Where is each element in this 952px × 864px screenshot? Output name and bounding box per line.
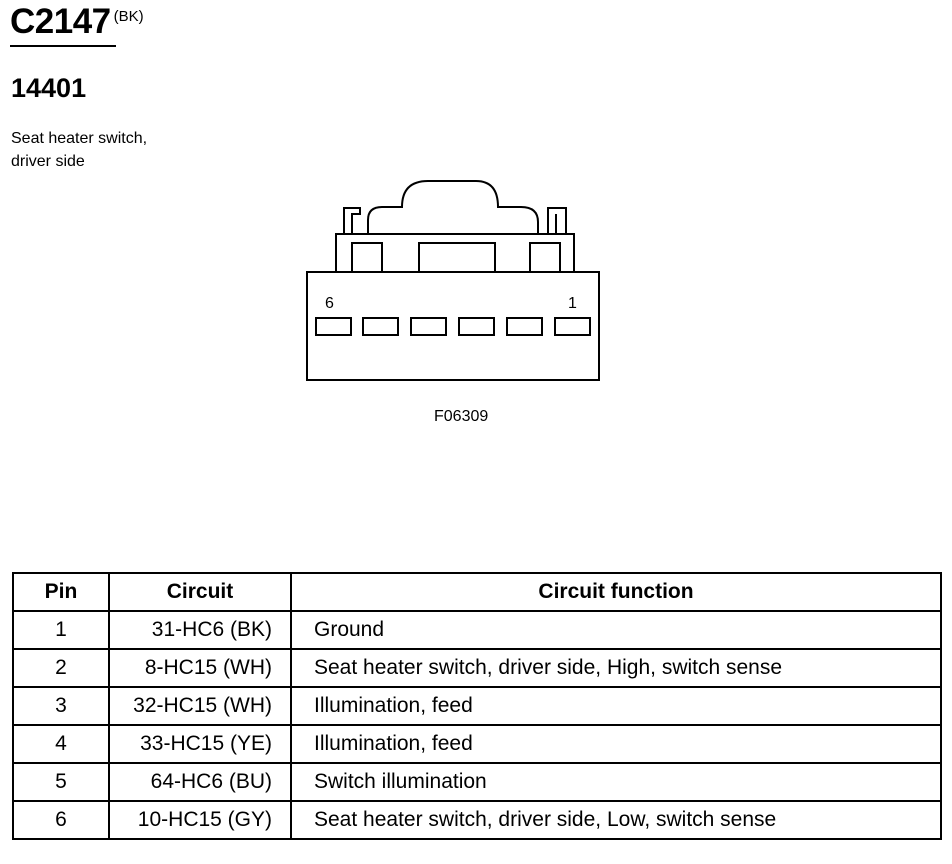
part-description-line: Seat heater switch,	[11, 130, 148, 147]
circuit-cell: 32-HC15 (WH)	[108, 686, 292, 726]
connector-shoulder	[335, 233, 575, 273]
circuit-cell: 33-HC15 (YE)	[108, 724, 292, 764]
connector-key-left	[351, 242, 383, 273]
function-cell: Illumination, feed	[290, 686, 942, 726]
connector-body	[306, 271, 600, 381]
pin-cavity-4	[410, 317, 447, 336]
circuit-cell: 8-HC15 (WH)	[108, 648, 292, 688]
part-description-line: driver side	[11, 153, 85, 170]
circuit-cell: 64-HC6 (BU)	[108, 762, 292, 802]
function-cell: Illumination, feed	[290, 724, 942, 764]
pin-cell: 5	[12, 762, 110, 802]
part-number: 14401	[11, 73, 87, 103]
title-underline	[10, 45, 116, 47]
pin-cell: 2	[12, 648, 110, 688]
pin-cell: 1	[12, 610, 110, 650]
connector-title: C2147(BK)	[10, 2, 144, 42]
connector-latch	[367, 180, 539, 234]
pin-label-right: 1	[568, 295, 577, 312]
pin-cavity-2	[506, 317, 543, 336]
function-cell: Seat heater switch, driver side, Low, sw…	[290, 800, 942, 840]
pin-cell: 3	[12, 686, 110, 726]
function-cell: Seat heater switch, driver side, High, s…	[290, 648, 942, 688]
circuit-cell: 31-HC6 (BK)	[108, 610, 292, 650]
pin-cavity-6	[315, 317, 352, 336]
header-pin: Pin	[12, 572, 110, 612]
pin-cavity-1	[554, 317, 591, 336]
connector-right-clip	[547, 207, 567, 234]
pin-cell: 6	[12, 800, 110, 840]
connector-face-diagram: 6 1	[306, 180, 600, 381]
circuit-cell: 10-HC15 (GY)	[108, 800, 292, 840]
figure-code: F06309	[434, 408, 489, 425]
header-function: Circuit function	[290, 572, 942, 612]
connector-id: C2147	[10, 2, 111, 41]
function-cell: Ground	[290, 610, 942, 650]
connector-color: (BK)	[113, 8, 144, 25]
pin-cavity-3	[458, 317, 495, 336]
pin-cavity-5	[362, 317, 399, 336]
header-circuit: Circuit	[108, 572, 292, 612]
pin-label-left: 6	[325, 295, 334, 312]
part-description: Seat heater switch, driver side	[11, 127, 211, 173]
connector-key-right	[529, 242, 561, 273]
function-cell: Switch illumination	[290, 762, 942, 802]
connector-key-center	[418, 242, 496, 273]
connector-left-clip	[343, 207, 361, 234]
table-header-row: Pin Circuit Circuit function	[12, 572, 942, 612]
pin-cell: 4	[12, 724, 110, 764]
